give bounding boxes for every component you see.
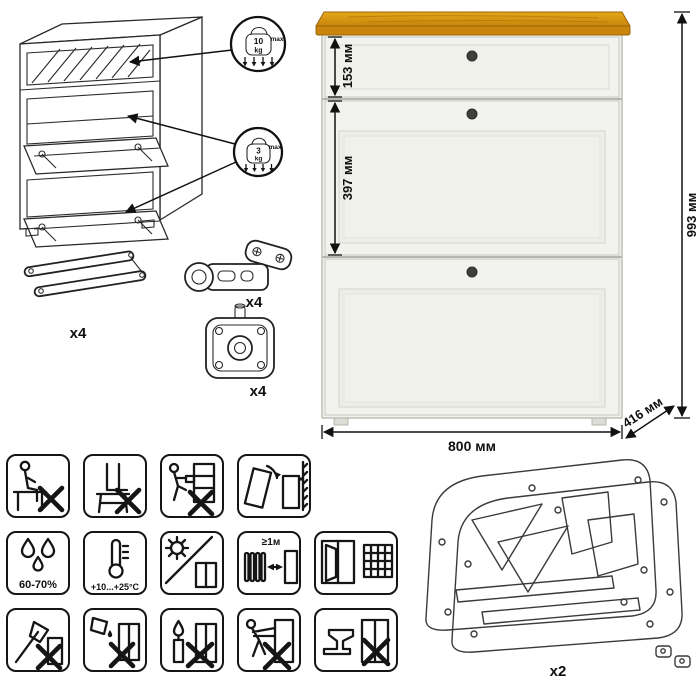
stay-arm-quantity: x4 bbox=[70, 325, 87, 342]
prohibition-x-icon bbox=[187, 489, 215, 516]
side-frame-parts-drawing: x2 bbox=[425, 458, 691, 680]
prohibition-x-icon bbox=[108, 641, 136, 669]
warning-icon-no-direct-sunlight bbox=[160, 531, 224, 595]
side-frame-quantity: x2 bbox=[550, 663, 567, 680]
hardware-parts-drawing: x4 x4 x4 bbox=[23, 239, 293, 400]
cabinet-wood-top bbox=[315, 11, 631, 36]
warning-icon-no-heavy-loads bbox=[314, 608, 398, 672]
side-frame-icon bbox=[425, 458, 691, 668]
temperature-label: +10...+25°C bbox=[91, 582, 140, 592]
flap-limit-max: max bbox=[268, 144, 281, 151]
down-arrows-icon bbox=[242, 57, 275, 67]
depth-label: 416 мм bbox=[620, 394, 666, 431]
warning-icon-no-pushing bbox=[237, 608, 301, 672]
dimension-width: 800 мм bbox=[321, 425, 623, 454]
water-drops-icon bbox=[20, 537, 56, 572]
warning-icon-ventilation bbox=[314, 531, 398, 595]
dimension-drawer-height: 153 мм bbox=[328, 36, 355, 98]
middle-flap-knob bbox=[466, 108, 478, 120]
vent-grid-icon bbox=[362, 543, 394, 579]
dimension-flap-height: 397 мм bbox=[328, 100, 355, 256]
warning-icon-temperature-range: +10...+25°C bbox=[83, 531, 147, 595]
cabinet-foot bbox=[591, 417, 607, 426]
drawer-limit-unit: kg bbox=[254, 48, 262, 55]
warning-icon-no-climbing bbox=[160, 454, 224, 518]
drawer-limit-max: max bbox=[270, 36, 283, 43]
drawer-knob bbox=[466, 50, 478, 62]
cabinet-render: 153 мм 397 мм 993 мм 800 мм 416 мм bbox=[315, 11, 699, 454]
flap-limit-unit: kg bbox=[255, 156, 263, 163]
warning-icon-grid: 60-70% +10...+25°C ≥1м bbox=[6, 454, 404, 678]
min-distance-label: ≥1м bbox=[262, 537, 280, 548]
warning-icon-humidity-range: 60-70% bbox=[6, 531, 70, 595]
warning-icon-no-open-flame bbox=[160, 608, 224, 672]
kettlebell-icon bbox=[251, 137, 267, 146]
bottom-flap-knob bbox=[466, 266, 478, 278]
anvil-icon bbox=[322, 628, 355, 656]
prohibition-x-icon bbox=[262, 641, 292, 670]
axe-icon bbox=[14, 630, 40, 664]
total-height-label: 993 мм bbox=[684, 193, 699, 238]
warning-icon-no-liquids bbox=[83, 608, 147, 672]
hinge-icon bbox=[184, 239, 293, 292]
prohibition-x-icon bbox=[37, 485, 65, 513]
flap-load-limit-callout: 3 kg max bbox=[232, 126, 284, 178]
radiator-icon bbox=[243, 549, 299, 585]
thermometer-icon bbox=[108, 538, 130, 579]
drawer-limit-value: 10 bbox=[254, 36, 264, 46]
mounting-bracket-icon bbox=[205, 303, 275, 379]
warning-icon-no-standing bbox=[83, 454, 147, 518]
middle-flap-front bbox=[324, 100, 620, 256]
wireframe-cabinet-box bbox=[19, 16, 203, 248]
prohibition-x-icon bbox=[361, 637, 391, 667]
drawer-load-limit-callout: 10 kg max bbox=[229, 15, 287, 73]
warning-icon-no-sitting bbox=[6, 454, 70, 518]
drawer-front bbox=[324, 36, 620, 98]
hinge-quantity: x4 bbox=[246, 294, 263, 311]
warning-icon-no-sharp-tools bbox=[6, 608, 70, 672]
prohibition-x-icon bbox=[185, 641, 215, 669]
prohibition-x-icon bbox=[35, 643, 63, 670]
callout-leader-arrows bbox=[125, 49, 237, 213]
width-label: 800 мм bbox=[448, 438, 496, 454]
glass-icon bbox=[89, 616, 109, 636]
flap-limit-value: 3 bbox=[256, 147, 261, 156]
cabinet-foot bbox=[333, 417, 349, 426]
dimension-depth: 416 мм bbox=[620, 394, 675, 439]
bracket-quantity: x4 bbox=[250, 383, 267, 400]
warning-icon-heat-source-distance: ≥1м bbox=[237, 531, 301, 595]
flap-height-label: 397 мм bbox=[340, 156, 355, 201]
lid-stay-arm-icon bbox=[23, 250, 147, 298]
warning-icon-anti-tip-wall-mount bbox=[237, 454, 311, 518]
drawer-height-label: 153 мм bbox=[340, 44, 355, 89]
prohibition-x-icon bbox=[114, 487, 142, 515]
kettlebell-icon bbox=[250, 26, 268, 36]
down-arrows-icon bbox=[243, 164, 274, 172]
wireframe-cabinet-drawing: 10 kg max 3 kg max bbox=[19, 15, 287, 248]
candle-icon bbox=[172, 638, 185, 664]
humidity-label: 60-70% bbox=[19, 579, 57, 591]
bottom-flap-front bbox=[324, 258, 620, 416]
dimension-total-height: 993 мм bbox=[674, 11, 699, 419]
